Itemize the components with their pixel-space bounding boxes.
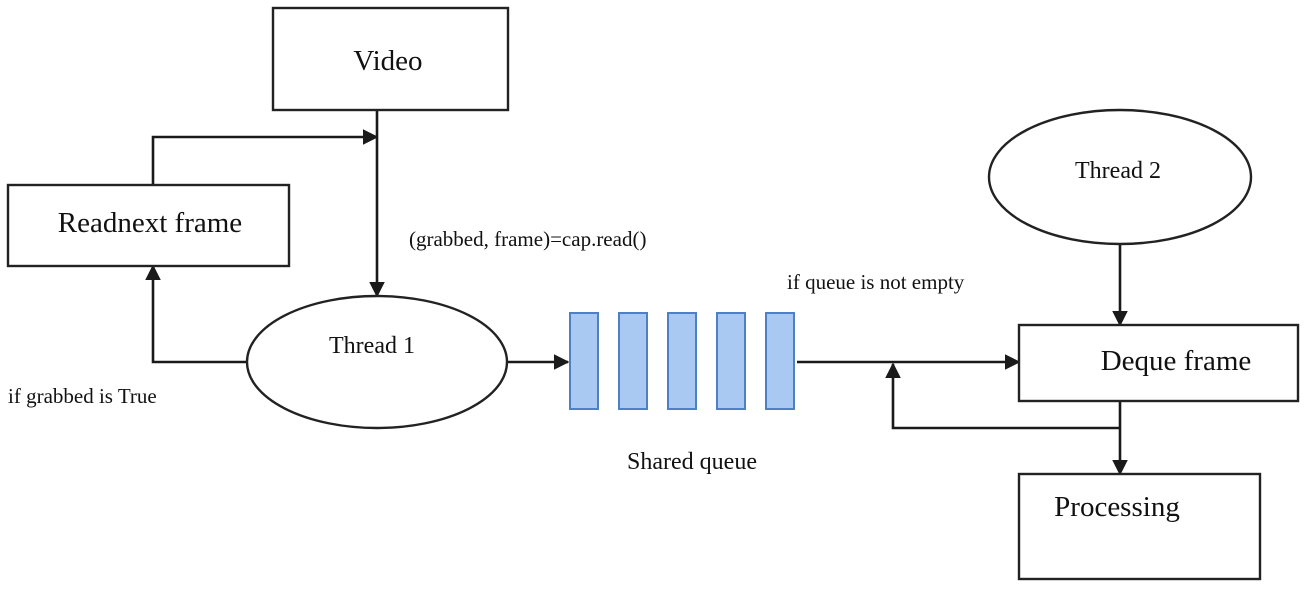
queue-slot: [569, 312, 599, 410]
video-label: Video: [353, 45, 422, 77]
read-next-frame-node: Readnext frame: [6, 183, 291, 268]
thread1-label: Thread 1: [329, 333, 415, 359]
cap-read-annotation: (grabbed, frame)=cap.read(): [409, 227, 646, 251]
deque-frame-node: Deque frame: [1017, 323, 1300, 403]
read-next-frame-label: Readnext frame: [58, 207, 242, 239]
deque-frame-label: Deque frame: [1101, 345, 1252, 377]
edges: [145, 110, 1128, 476]
queue-slot: [716, 312, 746, 410]
queue-slot: [765, 312, 795, 410]
thread1-node: Thread 1: [245, 294, 509, 430]
video-node: Video: [271, 6, 510, 112]
queue-not-empty-annotation: if queue is not empty: [787, 270, 965, 294]
edge-readnext-to-video-line: [151, 129, 379, 185]
edge-thread1-to-readnext: [145, 264, 248, 364]
grabbed-true-annotation: if grabbed is True: [8, 384, 157, 408]
processing-node: Processing: [1017, 472, 1262, 581]
thread2-node: Thread 2: [987, 108, 1253, 246]
shared-queue-label: Shared queue: [627, 449, 757, 475]
queue-slot: [667, 312, 697, 410]
shared-queue: [569, 312, 795, 410]
thread2-label: Thread 2: [1075, 158, 1161, 184]
edge-loop-back-to-queue-line: [885, 362, 1120, 430]
queue-slot: [618, 312, 648, 410]
processing-label: Processing: [1054, 491, 1180, 523]
